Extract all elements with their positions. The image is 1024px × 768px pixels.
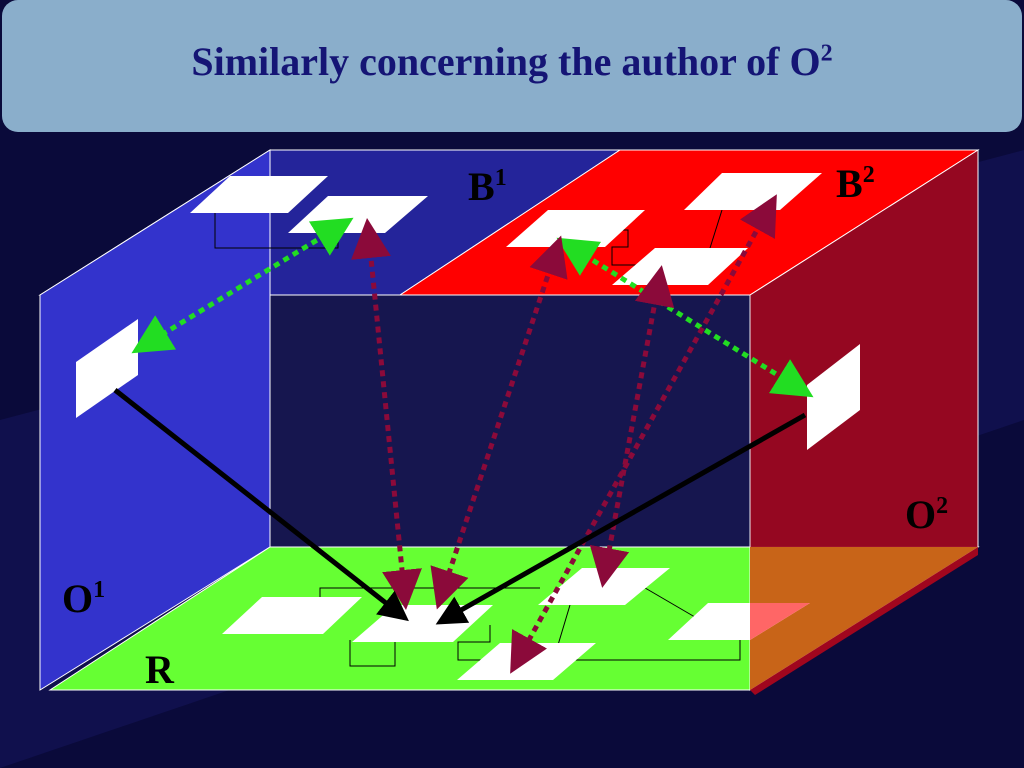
- label-b2: B2: [836, 161, 875, 206]
- b1-doc-1: [190, 176, 328, 213]
- label-b1: B1: [468, 164, 507, 209]
- o1-document: [76, 319, 138, 418]
- green-dotted-arrow-b1-o1: [131, 217, 354, 354]
- title-bar: Similarly concerning the author of O2: [2, 0, 1022, 132]
- r-connector-2: [349, 640, 396, 667]
- right-wall-edge: [750, 547, 978, 695]
- label-o1: O1: [62, 576, 105, 621]
- r-doc-1: [222, 597, 362, 634]
- maroon-dotted-arrow-4: [510, 194, 777, 674]
- label-o2: O2: [905, 492, 948, 537]
- maroon-dotted-arrow-1: [351, 218, 422, 610]
- black-arrow-o2-to-r: [435, 412, 807, 625]
- slide-title: Similarly concerning the author of O2: [191, 38, 832, 85]
- title-main-text: Similarly concerning the author of O: [191, 38, 821, 84]
- title-superscript: 2: [820, 40, 833, 67]
- black-arrow-o1-to-r: [113, 388, 409, 622]
- label-r: R: [145, 647, 175, 692]
- maroon-dotted-arrow-2: [430, 235, 568, 610]
- o2-document: [807, 344, 860, 450]
